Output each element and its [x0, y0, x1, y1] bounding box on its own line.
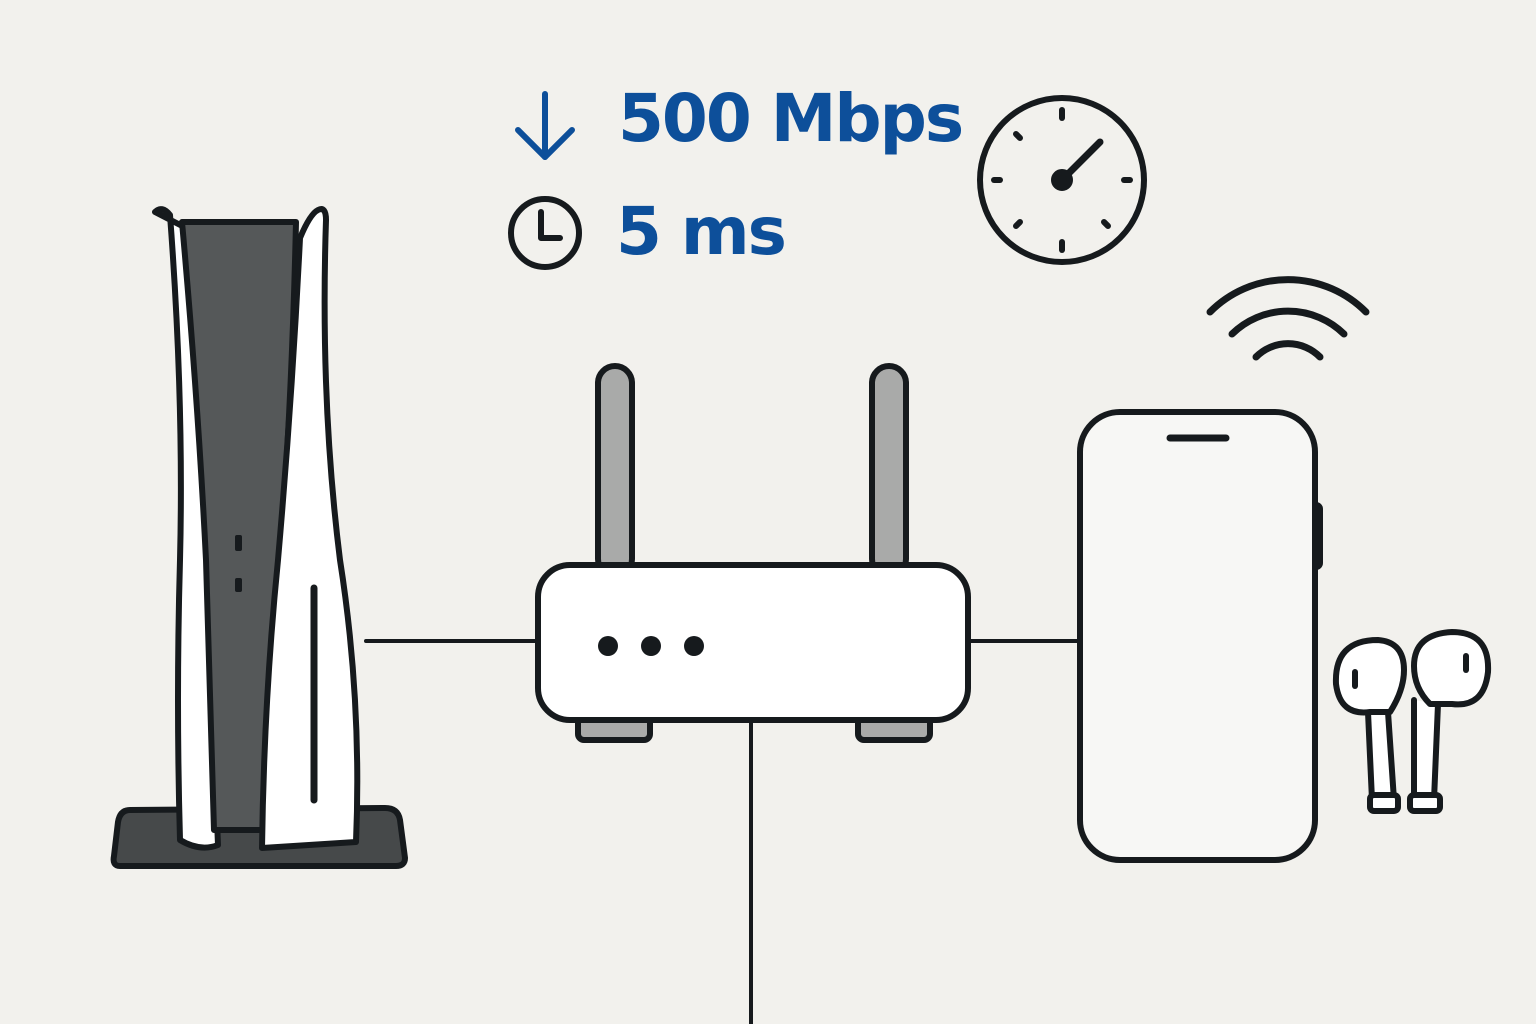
latency-label: 5 ms [616, 193, 787, 270]
earbud-left [1332, 637, 1407, 814]
clock-icon [508, 196, 582, 270]
router-status-lights [598, 636, 704, 656]
game-console [110, 206, 408, 869]
download-speed-label: 500 Mbps [618, 80, 964, 157]
speedometer-icon [977, 95, 1147, 265]
router-body [535, 562, 971, 723]
arrow-down-icon [515, 91, 575, 160]
console-right-panel [259, 206, 361, 851]
earbud-right [1407, 629, 1492, 814]
router-antenna-left [595, 363, 635, 579]
phone-body [1077, 409, 1318, 863]
wifi-icon [1206, 276, 1370, 361]
connection-lines [364, 639, 1082, 1024]
console-usb-port [235, 535, 242, 551]
smartphone [1077, 409, 1323, 863]
router-antenna-right [869, 363, 909, 579]
wireless-earbuds [1332, 629, 1492, 814]
console-usb-port [235, 578, 242, 592]
router [535, 363, 971, 743]
